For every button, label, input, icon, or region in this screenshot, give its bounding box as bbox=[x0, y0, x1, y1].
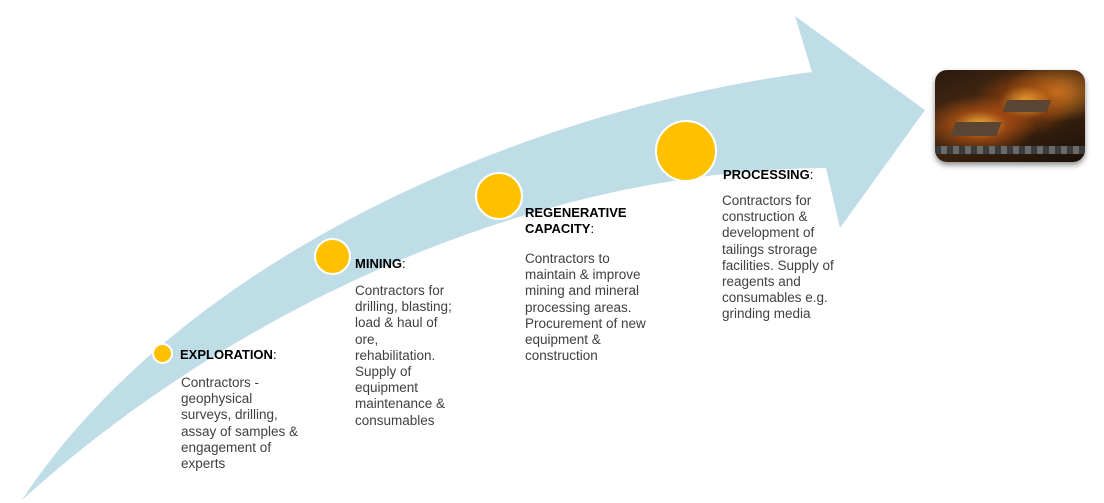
photo-ladle-2 bbox=[1002, 100, 1052, 112]
regenerative-title: REGENERATIVE CAPACITY: bbox=[525, 205, 627, 236]
exploration-circle-icon bbox=[152, 343, 173, 364]
regenerative-circle-icon bbox=[475, 172, 523, 220]
mining-title: MINING: bbox=[355, 256, 406, 271]
processing-description: Contractors for construction & developme… bbox=[722, 193, 834, 322]
smelting-furnace-photo bbox=[935, 70, 1085, 162]
processing-title: PROCESSING: bbox=[723, 167, 814, 182]
mining-circle-icon bbox=[314, 238, 351, 275]
exploration-title: EXPLORATION: bbox=[180, 347, 277, 362]
mining-description: Contractors for drilling, blasting; load… bbox=[355, 283, 452, 428]
regenerative-description: Contractors to maintain & improve mining… bbox=[525, 251, 646, 364]
photo-ladle-1 bbox=[950, 122, 1002, 136]
photo-conveyor bbox=[935, 146, 1085, 154]
processing-circle-icon bbox=[655, 120, 717, 182]
exploration-description: Contractors - geophysical surveys, drill… bbox=[181, 375, 299, 472]
